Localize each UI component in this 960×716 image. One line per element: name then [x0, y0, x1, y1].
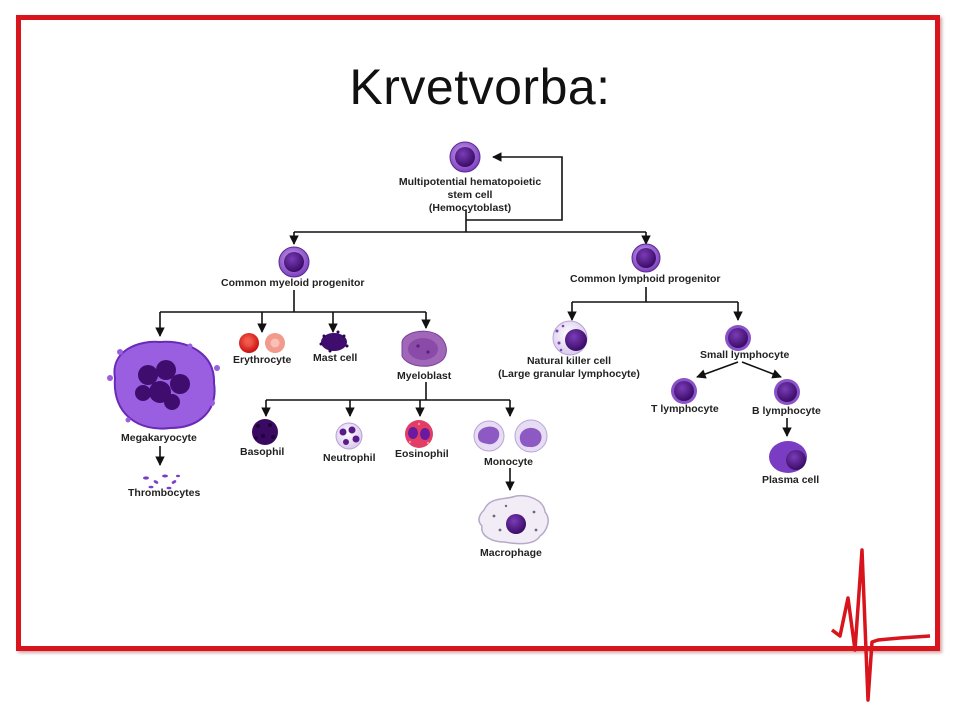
t-lymphocyte-icon [671, 378, 697, 404]
basophil-icon [252, 419, 278, 445]
thrombocytes-label: Thrombocytes [128, 487, 201, 499]
lymphoid-progenitor-label: Common lymphoid progenitor [570, 273, 721, 285]
stem-cell-label: Multipotential hematopoietic stem cell (… [385, 176, 555, 215]
stem-cell-label-line-1: Multipotential hematopoietic [398, 176, 542, 188]
macrophage-icon [478, 494, 549, 545]
stem-cell-label-line-3: (Hemocytoblast) [428, 202, 512, 214]
mast-cell-icon [319, 330, 349, 353]
neutrophil-icon [335, 422, 363, 450]
myeloblast-icon [401, 330, 447, 367]
natural-killer-cell-icon [552, 320, 588, 356]
erythrocyte-label: Erythrocyte [233, 354, 292, 366]
nk-cell-label-line-2: (Large granular lymphocyte) [498, 368, 640, 380]
erythrocyte-icon [239, 333, 285, 353]
macrophage-label: Macrophage [480, 547, 542, 559]
monocyte-label: Monocyte [484, 456, 534, 468]
slide-frame [16, 15, 940, 651]
t-lymphocyte-label: T lymphocyte [651, 403, 719, 415]
stem-cell-icon [449, 141, 481, 173]
neutrophil-label: Neutrophil [323, 452, 376, 464]
b-lymphocyte-label: B lymphocyte [752, 405, 821, 417]
plasma-cell-icon [769, 441, 807, 473]
nk-cell-label: Natural killer cell (Large granular lymp… [485, 355, 653, 381]
nk-cell-label-line-1: Natural killer cell [526, 355, 612, 367]
lymphoid-progenitor-icon [631, 243, 661, 273]
myeloid-progenitor-label: Common myeloid progenitor [221, 277, 365, 289]
heartbeat-line-icon [830, 548, 931, 702]
eosinophil-label: Eosinophil [395, 448, 449, 460]
connector-lines [155, 152, 792, 491]
thrombocytes-icon [143, 474, 180, 490]
mast-cell-label: Mast cell [313, 352, 358, 364]
small-lymphocyte-label: Small lymphocyte [700, 349, 790, 361]
megakaryocyte-icon [107, 340, 220, 430]
basophil-label: Basophil [240, 446, 285, 458]
slide-title: Krvetvorba: [349, 59, 611, 115]
myeloblast-label: Myeloblast [397, 370, 452, 382]
small-lymphocyte-icon [725, 325, 751, 351]
megakaryocyte-label: Megakaryocyte [121, 432, 197, 444]
eosinophil-icon [405, 420, 433, 448]
myeloid-progenitor-icon [278, 246, 310, 278]
monocyte-icon [473, 419, 548, 453]
b-lymphocyte-icon [774, 379, 800, 405]
plasma-cell-label: Plasma cell [762, 474, 820, 486]
stem-cell-label-line-2: stem cell [447, 189, 493, 201]
